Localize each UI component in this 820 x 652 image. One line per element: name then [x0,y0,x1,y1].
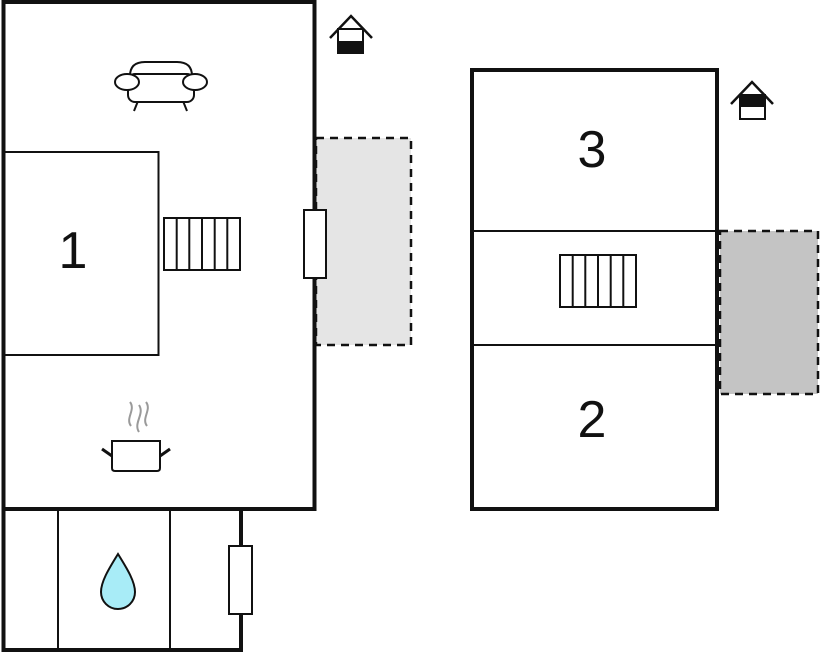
water-drop-icon [99,552,137,610]
sofa-icon [114,61,208,112]
cooking-pot-icon [101,401,171,472]
room-label-1: 1 [59,222,88,280]
house-ground-floor-icon [329,14,373,54]
room-label-2: 2 [578,391,607,449]
room-label-3: 3 [578,121,607,179]
room-1 [2,151,160,356]
door-icon [228,545,253,615]
stairs-icon [559,254,637,308]
stairs-icon [163,217,241,271]
terrace-right [718,229,820,396]
terrace-left [314,136,413,347]
door-icon [303,209,327,279]
house-upper-floor-icon [730,80,774,120]
